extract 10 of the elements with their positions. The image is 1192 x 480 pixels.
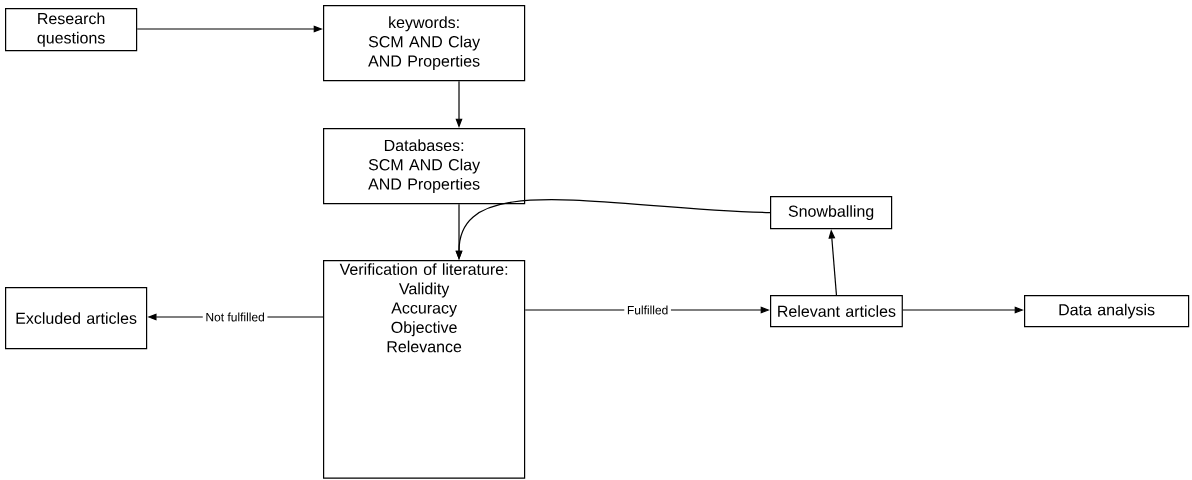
process-box: Verification of literature: Validity Accuracy Objective Relevance [323,260,526,479]
edge-label: Fulfilled [624,302,671,318]
process-box: keywords: SCM AND Clay AND Properties [323,5,526,82]
edge-label: Not fulfilled [202,309,268,325]
process-box: Research questions [5,8,138,52]
process-box: Excluded articles [5,287,148,350]
process-box: Data analysis [1024,295,1190,328]
process-box: Relevant articles [770,295,903,328]
process-box: Databases: SCM AND Clay AND Properties [323,128,526,205]
process-box: Snowballing [770,196,893,230]
